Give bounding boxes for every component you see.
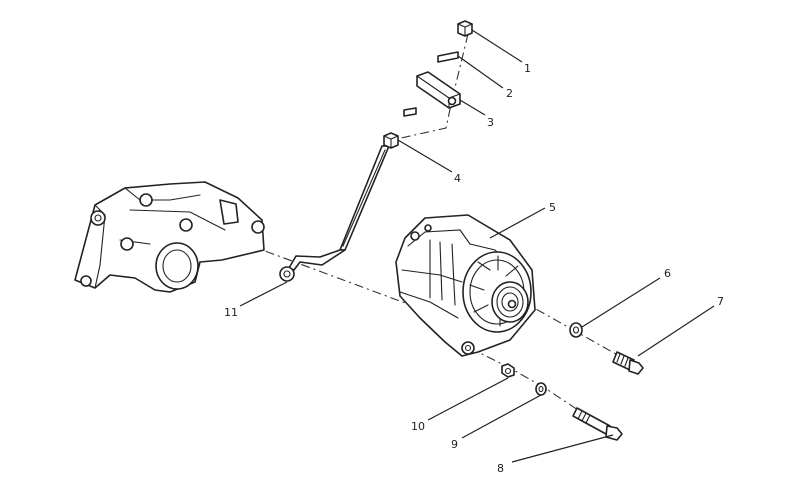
mounting-bracket-icon bbox=[74, 181, 265, 293]
callout-9: 9 bbox=[451, 438, 458, 451]
nut-10-icon bbox=[501, 363, 515, 378]
nut-4-icon bbox=[383, 132, 399, 149]
washer-2-icon bbox=[437, 51, 459, 63]
callout-11: 11 bbox=[224, 306, 238, 319]
alternator-icon bbox=[395, 214, 536, 357]
callout-3: 3 bbox=[487, 116, 494, 129]
callout-8: 8 bbox=[497, 462, 504, 475]
callout-6: 6 bbox=[664, 267, 671, 280]
washer-9-icon bbox=[535, 382, 547, 396]
callout-4: 4 bbox=[454, 172, 461, 185]
callout-10: 10 bbox=[411, 420, 425, 433]
washer-small-icon bbox=[403, 107, 417, 117]
adjusting-rod-icon bbox=[279, 145, 390, 282]
callout-7: 7 bbox=[717, 295, 724, 308]
washer-6-icon bbox=[569, 322, 583, 338]
bolt-7-icon bbox=[612, 351, 644, 375]
callout-1: 1 bbox=[524, 62, 531, 75]
spacer-3-icon bbox=[416, 71, 461, 109]
callout-5: 5 bbox=[549, 201, 556, 214]
callout-2: 2 bbox=[506, 87, 513, 100]
bolt-8-icon bbox=[572, 407, 623, 441]
callout-labels: 1 2 3 4 5 6 7 8 9 10 11 bbox=[224, 62, 724, 475]
nut-1-icon bbox=[457, 20, 473, 37]
leader-lines bbox=[239, 29, 715, 463]
